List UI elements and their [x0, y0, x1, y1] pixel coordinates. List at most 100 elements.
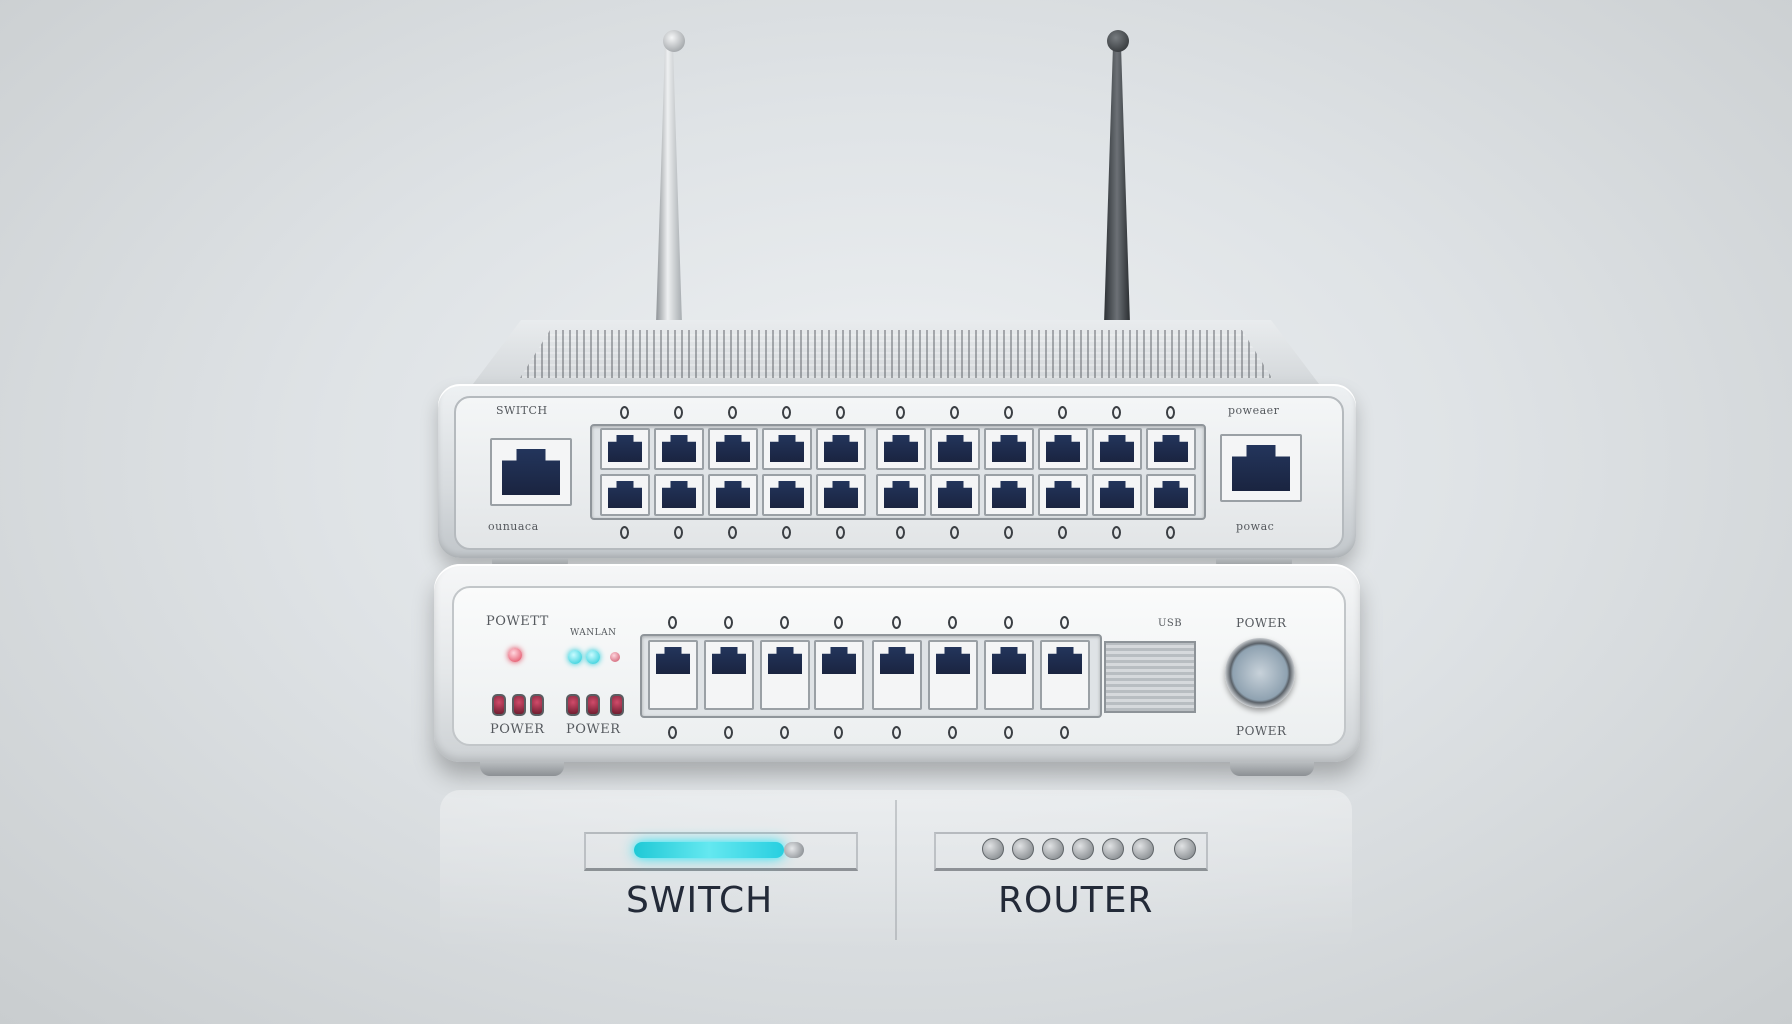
switch-port-bottom-6[interactable]: [876, 474, 926, 516]
router-indicator-led-6-icon: [1132, 838, 1154, 860]
router-led-bottom-7-icon: [1004, 726, 1013, 739]
switch-port-bottom-1[interactable]: [600, 474, 650, 516]
router-indicator-led-7-icon: [1174, 838, 1196, 860]
switch-port-top-5[interactable]: [816, 428, 866, 470]
router-led-bottom-5-icon: [892, 726, 901, 739]
switch-led-bottom-5-icon: [836, 526, 845, 539]
switch-uplink-port-right[interactable]: [1220, 434, 1302, 502]
router-power-label-1: POWER: [490, 722, 545, 737]
router-led-bottom-6-icon: [948, 726, 957, 739]
router-port-2[interactable]: [704, 640, 754, 710]
switch-led-bottom-10-icon: [1112, 526, 1121, 539]
switch-led-top-2-icon: [674, 406, 683, 419]
switch-port-bottom-8[interactable]: [984, 474, 1034, 516]
router-led-top-6-icon: [948, 616, 957, 629]
switch-right-label: poweaer: [1228, 404, 1280, 417]
router-led-top-3-icon: [780, 616, 789, 629]
router-button-1[interactable]: [492, 694, 506, 716]
switch-led-top-5-icon: [836, 406, 845, 419]
router-foot-left: [480, 762, 564, 776]
switch-port-bottom-7[interactable]: [930, 474, 980, 516]
switch-led-bottom-4-icon: [782, 526, 791, 539]
router-knob-label: POWER: [1236, 724, 1287, 738]
switch-glow-led-bar-icon: [634, 842, 784, 858]
switch-left-sub-label: ounuaca: [488, 520, 539, 533]
switch-port-top-11[interactable]: [1146, 428, 1196, 470]
router-button-6[interactable]: [610, 694, 624, 716]
power-knob-icon[interactable]: [1225, 638, 1295, 708]
router-small-red-led-icon: [610, 652, 620, 662]
router-led-top-1-icon: [668, 616, 677, 629]
switch-port-bottom-3[interactable]: [708, 474, 758, 516]
switch-led-top-7-icon: [950, 406, 959, 419]
switch-port-top-8[interactable]: [984, 428, 1034, 470]
router-foot-right: [1230, 762, 1314, 776]
switch-port-bottom-9[interactable]: [1038, 474, 1088, 516]
switch-port-top-10[interactable]: [1092, 428, 1142, 470]
router-port-3[interactable]: [760, 640, 810, 710]
switch-port-bottom-10[interactable]: [1092, 474, 1142, 516]
router-red-status-led-icon: [508, 648, 522, 662]
switch-led-top-4-icon: [782, 406, 791, 419]
router-led-bottom-2-icon: [724, 726, 733, 739]
router-port-7[interactable]: [984, 640, 1034, 710]
switch-led-top-1-icon: [620, 406, 629, 419]
switch-led-bottom-6-icon: [896, 526, 905, 539]
switch-port-top-2[interactable]: [654, 428, 704, 470]
right-antenna-tip: [1107, 30, 1129, 52]
switch-right-sub-label: powac: [1236, 520, 1275, 533]
router-port-1[interactable]: [648, 640, 698, 710]
router-caption: ROUTER: [998, 880, 1154, 921]
switch-port-top-3[interactable]: [708, 428, 758, 470]
left-antenna-icon: [656, 42, 682, 324]
router-led-top-7-icon: [1004, 616, 1013, 629]
switch-led-top-10-icon: [1112, 406, 1121, 419]
switch-port-bottom-5[interactable]: [816, 474, 866, 516]
router-teal-led-1-icon: [568, 650, 582, 664]
router-button-4[interactable]: [566, 694, 580, 716]
left-antenna-tip: [663, 30, 685, 52]
switch-led-bottom-11-icon: [1166, 526, 1175, 539]
router-led-top-5-icon: [892, 616, 901, 629]
switch-port-bottom-11[interactable]: [1146, 474, 1196, 516]
switch-port-top-4[interactable]: [762, 428, 812, 470]
switch-led-bottom-8-icon: [1004, 526, 1013, 539]
router-shutter-label: USB: [1158, 618, 1183, 629]
right-antenna-icon: [1104, 42, 1130, 324]
router-button-3[interactable]: [530, 694, 544, 716]
switch-led-top-6-icon: [896, 406, 905, 419]
router-button-5[interactable]: [586, 694, 600, 716]
router-indicator-tray: [934, 832, 1208, 871]
caption-divider: [895, 800, 897, 940]
router-front-panel: [452, 586, 1346, 746]
router-led-label: WANLAN: [570, 628, 617, 638]
router-brand-label: POWETT: [486, 614, 549, 629]
switch-port-bottom-4[interactable]: [762, 474, 812, 516]
switch-led-bottom-3-icon: [728, 526, 737, 539]
switch-led-bottom-2-icon: [674, 526, 683, 539]
switch-uplink-port-left[interactable]: [490, 438, 572, 506]
router-port-8[interactable]: [1040, 640, 1090, 710]
router-button-2[interactable]: [512, 694, 526, 716]
switch-top-lid: [470, 320, 1322, 388]
router-led-bottom-4-icon: [834, 726, 843, 739]
router-indicator-led-4-icon: [1072, 838, 1094, 860]
router-led-top-2-icon: [724, 616, 733, 629]
switch-led-bottom-9-icon: [1058, 526, 1067, 539]
router-usb-shutter[interactable]: [1104, 641, 1196, 713]
switch-port-bottom-2[interactable]: [654, 474, 704, 516]
switch-port-top-7[interactable]: [930, 428, 980, 470]
router-power-label-2: POWER: [566, 722, 621, 737]
router-indicator-led-5-icon: [1102, 838, 1124, 860]
switch-led-top-8-icon: [1004, 406, 1013, 419]
router-led-top-4-icon: [834, 616, 843, 629]
switch-port-top-6[interactable]: [876, 428, 926, 470]
switch-port-top-9[interactable]: [1038, 428, 1088, 470]
router-port-5[interactable]: [872, 640, 922, 710]
switch-port-top-1[interactable]: [600, 428, 650, 470]
switch-brand-label: SWITCH: [496, 404, 548, 417]
switch-led-bottom-1-icon: [620, 526, 629, 539]
router-port-6[interactable]: [928, 640, 978, 710]
router-port-4[interactable]: [814, 640, 864, 710]
